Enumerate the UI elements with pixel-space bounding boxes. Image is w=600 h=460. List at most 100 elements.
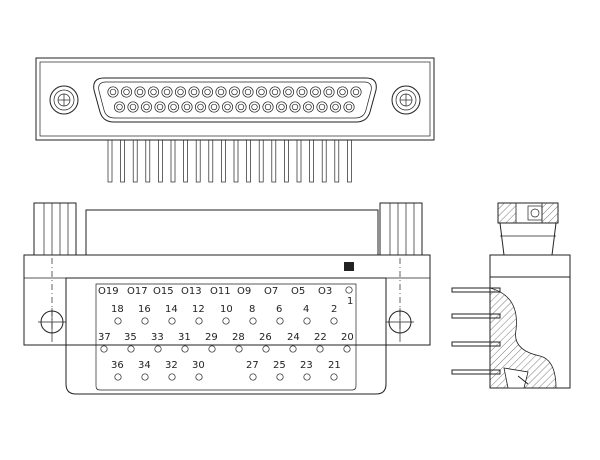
top-pin-hole-inner: [325, 88, 333, 96]
top-pin-hole-inner: [312, 88, 319, 96]
top-pin-hole: [296, 86, 308, 98]
pin-label: O9: [237, 286, 251, 297]
pin-contact: [345, 286, 353, 294]
right-tail-block: [379, 202, 423, 256]
solder-leg: [132, 139, 138, 183]
pin-label: 28: [232, 332, 245, 343]
pin-contact: [303, 373, 311, 381]
pin-label: 12: [192, 304, 205, 315]
top-pin-hole: [107, 86, 119, 98]
top-pin-hole-inner: [190, 88, 198, 96]
pin-label: 18: [111, 304, 124, 315]
side-neck: [499, 222, 557, 256]
rear-body: [85, 209, 379, 256]
pin-label: O11: [210, 286, 231, 297]
front-shell: [65, 277, 387, 395]
left-mount-hole: [38, 308, 66, 336]
solder-leg: [120, 139, 125, 183]
top-pin-hole-inner: [278, 103, 285, 111]
left-tail-block: [33, 202, 77, 256]
pin-label: 33: [151, 332, 164, 343]
pin-insert-face: [95, 283, 357, 391]
solder-leg: [158, 139, 163, 183]
pin-label: 35: [124, 332, 137, 343]
top-pin-array: [107, 86, 362, 113]
pin-contacts: [100, 317, 351, 381]
pin-label: O19: [98, 286, 119, 297]
side-contact-cavity: [503, 367, 529, 389]
solder-leg: [208, 139, 214, 183]
pin-label: 14: [165, 304, 178, 315]
solder-leg: [170, 139, 176, 183]
top-pin-hole: [161, 86, 173, 98]
top-pin-hole: [309, 86, 322, 98]
top-pin-hole-inner: [258, 88, 265, 96]
top-pin-hole-inner: [244, 88, 252, 96]
pin-label: 2: [331, 304, 337, 315]
solder-leg: [221, 139, 226, 183]
pin-contact: [114, 317, 122, 325]
left-mount-screw: [49, 85, 79, 115]
top-pin-hole-inner: [264, 103, 272, 111]
pin-label: 8: [249, 304, 255, 315]
top-pin-hole: [167, 101, 180, 113]
top-pin-hole: [181, 101, 193, 113]
pin-label: 6: [276, 304, 282, 315]
top-pin-hole: [194, 101, 207, 113]
d-sub-shell-outer: [93, 77, 377, 123]
top-pin-hole: [275, 101, 288, 113]
front-view: O19 O17 O15 O13 O11 O9 O7 O5 O3 1 18 16 …: [23, 202, 431, 395]
top-pin-hole-inner: [271, 88, 279, 96]
top-pin-hole: [269, 86, 281, 98]
solder-legs: [107, 139, 352, 183]
pin-label: 23: [300, 360, 313, 371]
pin-contact: [141, 317, 149, 325]
top-pin-hole: [134, 86, 146, 98]
side-solder-legs: [451, 287, 501, 375]
top-pin-hole-inner: [123, 88, 130, 96]
top-pin-hole: [154, 101, 166, 113]
side-view: [451, 202, 571, 389]
top-pin-hole: [316, 101, 328, 113]
pin-contact: [235, 345, 243, 353]
top-pin-hole-inner: [251, 103, 258, 111]
top-pin-hole-inner: [116, 103, 123, 111]
pin-contact: [114, 373, 122, 381]
top-pin-hole-inner: [163, 88, 171, 96]
top-pin-hole: [262, 101, 274, 113]
pin-contact: [195, 317, 203, 325]
solder-leg: [284, 139, 289, 183]
top-view: [35, 57, 435, 183]
top-pin-hole: [140, 101, 153, 113]
pin-contact: [168, 317, 176, 325]
solder-leg: [246, 139, 251, 183]
solder-leg: [258, 139, 264, 183]
pin-contact: [100, 345, 108, 353]
top-pin-hole-inner: [136, 88, 144, 96]
top-pin-hole: [242, 86, 254, 98]
pin-label: O5: [291, 286, 305, 297]
top-pin-hole: [113, 101, 126, 113]
top-pin-hole-inner: [332, 103, 339, 111]
polarization-mark: [344, 262, 354, 271]
pin-contact: [195, 373, 203, 381]
top-pin-hole: [127, 101, 139, 113]
pin-label: 31: [178, 332, 191, 343]
pin-contact: [168, 373, 176, 381]
top-pin-hole-inner: [345, 103, 353, 111]
pin-label: 27: [246, 360, 259, 371]
pin-label: 26: [259, 332, 272, 343]
solder-leg: [334, 139, 340, 183]
pin-label: O13: [181, 286, 202, 297]
pin-label: 16: [138, 304, 151, 315]
top-pin-hole-inner: [150, 88, 157, 96]
pin-contact: [127, 345, 135, 353]
top-pin-hole: [201, 86, 214, 98]
top-pin-hole-inner: [339, 88, 346, 96]
solder-leg: [233, 139, 239, 183]
pin-label: 36: [111, 360, 124, 371]
top-pin-hole-inner: [305, 103, 312, 111]
top-pin-hole-inner: [224, 103, 231, 111]
solder-leg: [183, 139, 188, 183]
